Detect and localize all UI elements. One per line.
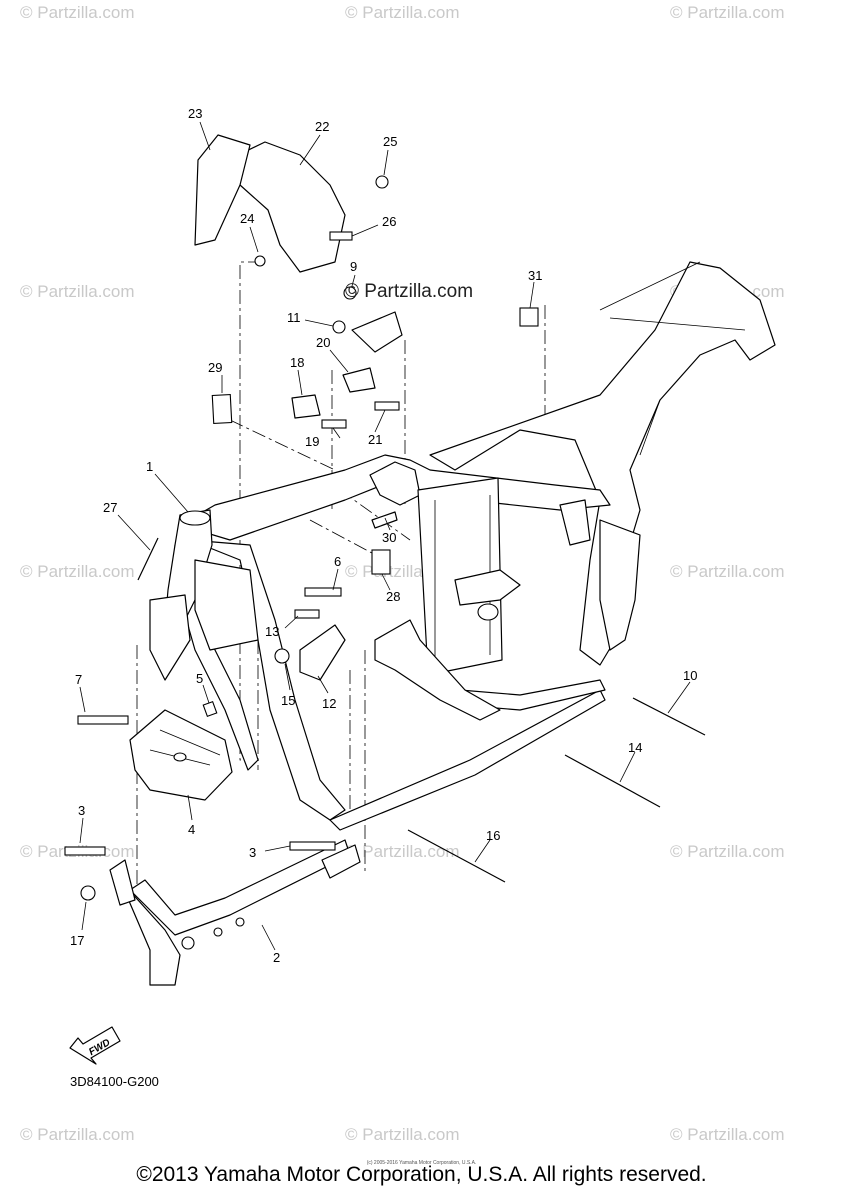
main-frame	[149, 261, 776, 831]
part-10-bolt	[632, 697, 706, 736]
part-2-lower-tube	[109, 839, 361, 986]
part-5-clip	[202, 700, 218, 718]
callout-20: 20	[316, 335, 330, 350]
part-20-bracket	[342, 367, 376, 393]
callout-25: 25	[383, 134, 397, 149]
part-7-bolt	[77, 715, 129, 725]
part-31-damper	[519, 307, 539, 327]
callout-24: 24	[240, 211, 254, 226]
diagram-code: 3D84100-G200	[70, 1074, 159, 1089]
callout-27: 27	[103, 500, 117, 515]
part-4-bracket	[129, 709, 233, 801]
part-14-bolt	[564, 754, 661, 808]
part-13-bolt	[294, 609, 320, 619]
callout-18: 18	[290, 355, 304, 370]
part-26-bolt	[329, 231, 353, 241]
watermark-dark: © Partzilla.com	[345, 281, 473, 302]
copyright-text: ©2013 Yamaha Motor Corporation, U.S.A. A…	[136, 1163, 707, 1186]
watermark: © Partzilla.com	[670, 842, 785, 861]
leader-lines	[79, 121, 691, 951]
callout-30: 30	[382, 530, 396, 545]
watermark: © Partzilla.com	[670, 1125, 785, 1144]
part-12-bracket	[299, 624, 346, 681]
part-18-bracket	[291, 394, 321, 419]
part-17-nut	[80, 885, 96, 901]
callout-9: 9	[350, 259, 357, 274]
small-note: (c) 2005-2016 Yamaha Motor Corporation, …	[366, 1160, 477, 1166]
part-22-cover	[237, 141, 346, 273]
part-9-nut	[343, 286, 357, 300]
watermark: © Partzilla.com	[20, 3, 135, 22]
part-27-strip	[137, 537, 159, 581]
part-19-bolt	[321, 419, 347, 429]
callout-5: 5	[196, 671, 203, 686]
part-30-clamp	[371, 511, 398, 529]
callout-28: 28	[386, 589, 400, 604]
callout-13: 13	[265, 624, 279, 639]
callout-23: 23	[188, 106, 202, 121]
callout-21: 21	[368, 432, 382, 447]
part-25-bolt	[375, 175, 389, 189]
callout-14: 14	[628, 740, 642, 755]
callout-26: 26	[382, 214, 396, 229]
fwd-arrow-icon: FWD	[69, 1026, 121, 1065]
part-3-bolt	[64, 846, 106, 856]
watermark: © Partzilla.com	[345, 3, 460, 22]
callout-labels: 23 22 25 24 26 9 31 11 20 29 18 19 21 1 …	[70, 106, 697, 965]
callout-15: 15	[281, 693, 295, 708]
part-28-label	[371, 549, 391, 575]
fasteners	[64, 175, 706, 901]
callout-7: 7	[75, 672, 82, 687]
part-3b-bolt	[289, 841, 336, 851]
part-6-bolt	[304, 587, 342, 597]
part-29-label	[211, 393, 233, 425]
watermark-layer: © Partzilla.com © Partzilla.com © Partzi…	[20, 3, 785, 1144]
callout-17: 17	[70, 933, 84, 948]
watermark: © Partzilla.com	[20, 562, 135, 581]
watermark: © Partzilla.com	[20, 282, 135, 301]
watermark: © Partzilla.com	[670, 3, 785, 22]
watermark: © Partzilla.com	[20, 1125, 135, 1144]
part-24-nut	[254, 255, 266, 267]
watermark: © Partzilla.com	[345, 1125, 460, 1144]
callout-10: 10	[683, 668, 697, 683]
callout-29: 29	[208, 360, 222, 375]
callout-6: 6	[334, 554, 341, 569]
watermark: © Partzilla.com	[345, 842, 460, 861]
part-11-collar	[332, 320, 346, 334]
callout-22: 22	[315, 119, 329, 134]
part-15-nut	[274, 648, 290, 664]
callout-12: 12	[322, 696, 336, 711]
callout-3: 3	[78, 803, 85, 818]
part-16-bolt	[407, 829, 506, 883]
callout-16: 16	[486, 828, 500, 843]
part-23-side-cover	[194, 134, 251, 246]
part-bracket-plate	[351, 311, 403, 353]
callout-31: 31	[528, 268, 542, 283]
callout-3b: 3	[249, 845, 256, 860]
callout-1: 1	[146, 459, 153, 474]
watermark: © Partzilla.com	[670, 562, 785, 581]
callout-11: 11	[287, 310, 301, 325]
part-21-bolt	[374, 401, 400, 411]
callout-2: 2	[273, 950, 280, 965]
callout-4: 4	[188, 822, 195, 837]
callout-19: 19	[305, 434, 319, 449]
